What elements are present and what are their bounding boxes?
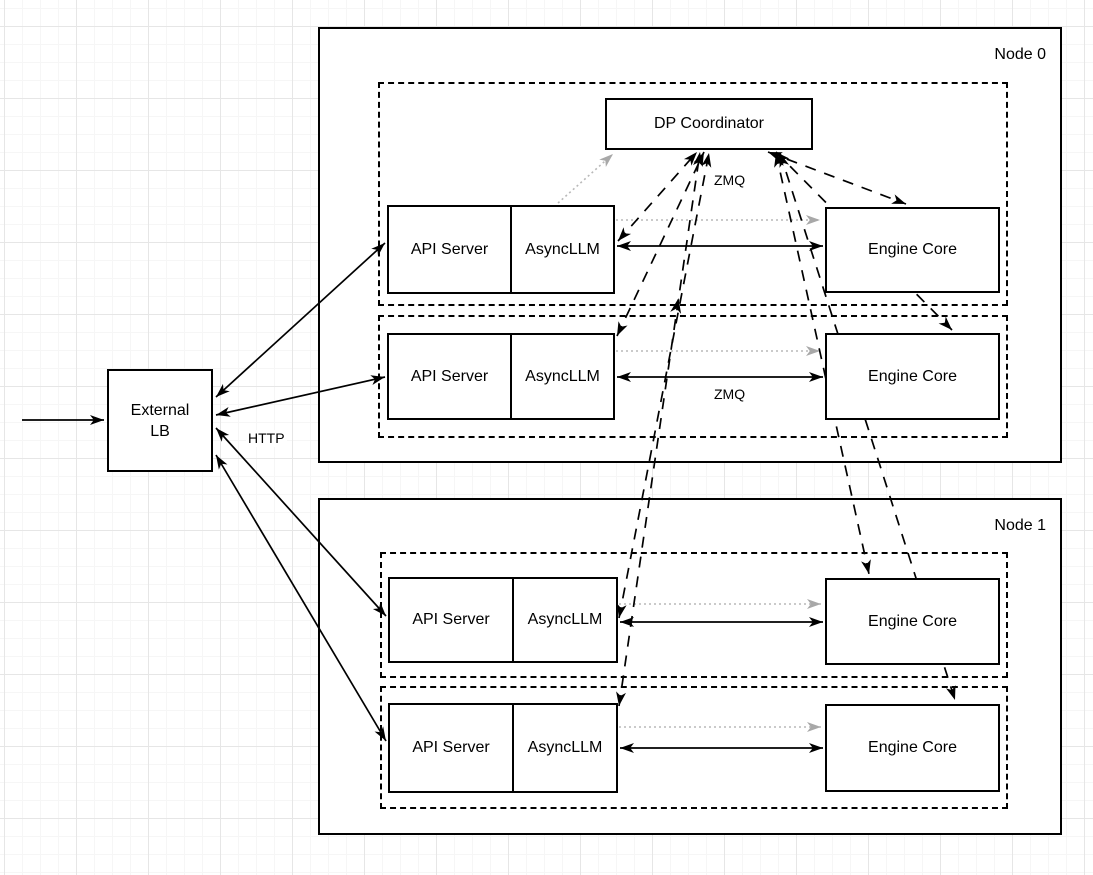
external-lb-label-line2: LB — [150, 422, 170, 440]
external-lb-box: External LB — [107, 369, 213, 472]
api-asyncllm-box-n1r1: API Server AsyncLLM — [388, 703, 618, 793]
dp-coordinator-label: DP Coordinator — [654, 115, 764, 132]
zmq-coordinator-label: ZMQ — [712, 172, 748, 189]
api-asyncllm-box-n0r1: API Server AsyncLLM — [387, 333, 615, 420]
asyncllm-cell: AsyncLLM — [527, 611, 603, 628]
api-server-cell: API Server — [389, 335, 512, 418]
node-0-label: Node 0 — [994, 46, 1046, 63]
engine-core-box-n1r0: Engine Core — [825, 578, 1000, 665]
engine-core-label: Engine Core — [868, 367, 957, 385]
engine-core-box-n0r0: Engine Core — [825, 207, 1000, 293]
dp-coordinator-box: DP Coordinator — [605, 98, 813, 150]
api-asyncllm-box-n1r0: API Server AsyncLLM — [388, 577, 618, 663]
zmq-row-label: ZMQ — [712, 386, 748, 403]
engine-core-label: Engine Core — [868, 739, 957, 756]
engine-core-box-n0r1: Engine Core — [825, 333, 1000, 420]
api-asyncllm-box-n0r0: API Server AsyncLLM — [387, 205, 615, 294]
node-1-label: Node 1 — [994, 517, 1046, 534]
http-label: HTTP — [246, 430, 287, 447]
asyncllm-cell: AsyncLLM — [525, 240, 600, 258]
engine-core-label: Engine Core — [868, 241, 957, 258]
asyncllm-cell: AsyncLLM — [527, 739, 603, 756]
engine-core-label: Engine Core — [868, 612, 957, 630]
api-server-cell: API Server — [389, 207, 512, 292]
external-lb-label-line1: External — [130, 401, 190, 419]
engine-core-box-n1r1: Engine Core — [825, 704, 1000, 792]
api-server-cell: API Server — [390, 705, 514, 791]
api-server-cell: API Server — [390, 579, 514, 661]
asyncllm-cell: AsyncLLM — [525, 367, 600, 385]
